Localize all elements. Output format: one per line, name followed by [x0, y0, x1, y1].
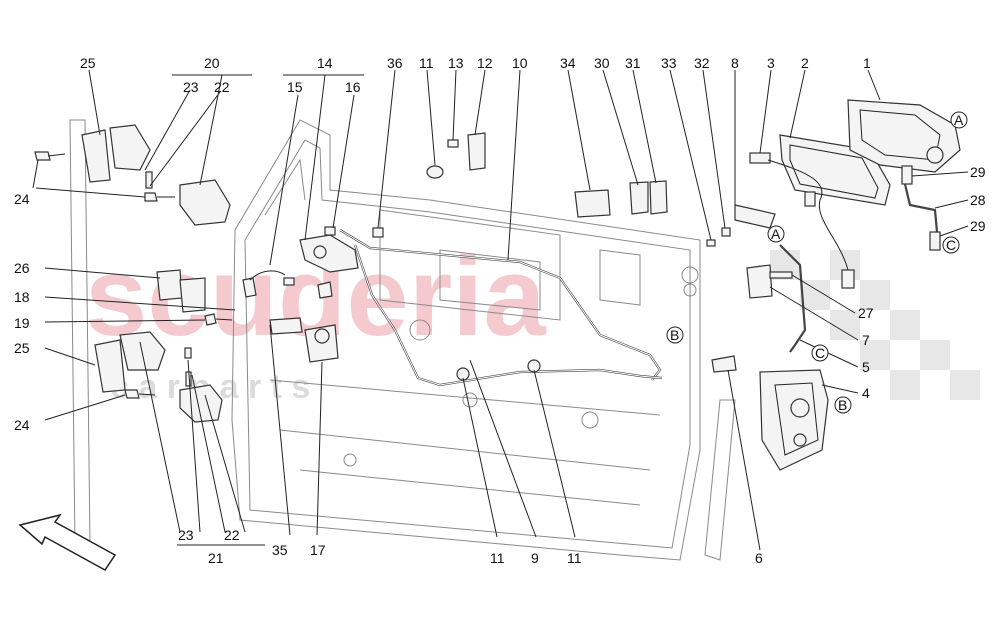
hinge-part-20	[179, 179, 231, 226]
label-31: 31	[625, 55, 641, 71]
ref-a-mid: A	[767, 225, 785, 243]
label-21: 21	[208, 550, 224, 566]
label-24-top: 24	[14, 191, 30, 207]
lock-cylinder-17	[269, 317, 339, 363]
pin-29-top	[901, 165, 913, 185]
label-22-top: 22	[214, 79, 230, 95]
label-12: 12	[477, 55, 493, 71]
bolt-19	[204, 313, 233, 326]
label-18: 18	[14, 289, 30, 305]
ref-b-right: B	[834, 396, 852, 414]
label-1: 1	[863, 55, 871, 71]
grommet-11-top	[426, 165, 444, 179]
label-2: 2	[801, 55, 809, 71]
bracket-7	[746, 264, 793, 299]
screw-35	[283, 277, 295, 286]
label-6: 6	[755, 550, 763, 566]
label-8: 8	[731, 55, 739, 71]
label-11-left: 11	[490, 550, 505, 566]
label-19: 19	[14, 315, 30, 331]
ref-c-mid: C	[811, 344, 829, 362]
label-36: 36	[387, 55, 403, 71]
label-3: 3	[767, 55, 775, 71]
ref-a-top: A	[950, 111, 968, 129]
label-7: 7	[862, 332, 870, 348]
label-23-top: 23	[183, 79, 199, 95]
buffer-31	[649, 180, 668, 215]
bracket-12	[467, 132, 486, 171]
connector-15	[242, 270, 286, 298]
screw-13	[447, 139, 459, 148]
label-34: 34	[560, 55, 576, 71]
label-27: 27	[858, 305, 874, 321]
label-17: 17	[310, 542, 326, 558]
bracket-clip	[317, 281, 333, 299]
label-24-bottom: 24	[14, 417, 30, 433]
label-22-bottom: 22	[224, 527, 240, 543]
label-20: 20	[204, 55, 220, 71]
label-5: 5	[862, 359, 870, 375]
stop-26	[156, 269, 206, 313]
label-16: 16	[345, 79, 361, 95]
svg-text:A: A	[771, 226, 781, 242]
label-15: 15	[287, 79, 303, 95]
label-25-bottom: 25	[14, 340, 30, 356]
pad-34	[574, 189, 611, 218]
callout-labels: 25 20 23 22 24 26 18 19 25 24 23 22 21 1…	[14, 55, 986, 566]
label-10: 10	[512, 55, 528, 71]
screw-33	[706, 239, 716, 247]
door-lock-4	[759, 369, 829, 471]
label-29-bottom: 29	[970, 218, 986, 234]
svg-text:C: C	[946, 237, 956, 253]
pin-29-bottom	[929, 231, 941, 251]
label-30: 30	[594, 55, 610, 71]
bolt-24-mid	[144, 192, 175, 202]
release-cable-9	[353, 244, 663, 387]
direction-arrow	[18, 513, 117, 571]
rod-28	[903, 183, 939, 233]
label-28: 28	[970, 192, 986, 208]
handle-1	[847, 99, 961, 173]
label-33: 33	[661, 55, 677, 71]
label-26: 26	[14, 260, 30, 276]
bolt-6	[711, 355, 737, 373]
label-25-top: 25	[80, 55, 96, 71]
checkered-flag	[770, 250, 980, 400]
clip-16	[324, 226, 336, 236]
label-4: 4	[862, 385, 870, 401]
upper-hinge-25	[81, 124, 151, 183]
label-11-top: 11	[419, 55, 434, 71]
label-13: 13	[448, 55, 464, 71]
clip-36	[372, 227, 384, 238]
ref-b-mid: B	[666, 326, 684, 344]
label-29-top: 29	[970, 164, 986, 180]
label-14: 14	[317, 55, 333, 71]
screw-32	[721, 227, 731, 237]
rod-5	[779, 244, 807, 353]
svg-text:B: B	[670, 327, 679, 343]
release-cable-10	[339, 229, 662, 381]
label-9: 9	[531, 550, 539, 566]
label-32: 32	[694, 55, 710, 71]
plate-8	[734, 204, 776, 229]
bolt-22	[145, 171, 153, 189]
switch-3	[749, 152, 771, 164]
svg-text:B: B	[838, 397, 847, 413]
buffer-30	[629, 181, 649, 215]
ref-c-right: C	[942, 236, 960, 254]
leader-lines	[32, 69, 969, 551]
svg-text:A: A	[954, 112, 964, 128]
lower-hinge-25	[94, 331, 166, 393]
svg-text:C: C	[815, 345, 825, 361]
bolt-24-top	[34, 151, 66, 161]
label-23-bottom: 23	[178, 527, 194, 543]
label-35: 35	[272, 542, 288, 558]
label-11-right: 11	[567, 550, 582, 566]
bolt-24-bottom	[124, 389, 156, 399]
